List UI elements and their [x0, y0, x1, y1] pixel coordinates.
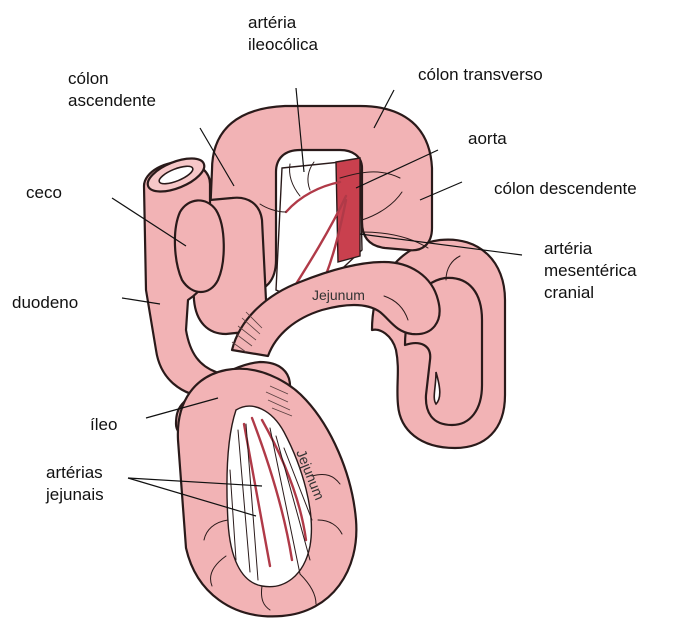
- label-arteria-ileocolica: artéria ileocólica: [248, 12, 318, 56]
- label-arterias-jejunais-line2: jejunais: [46, 484, 104, 506]
- label-ceco: ceco: [26, 182, 62, 204]
- label-arteria-mesenterica: artéria mesentérica cranial: [544, 238, 637, 304]
- label-colon-descendente: cólon descendente: [494, 178, 637, 200]
- label-aorta: aorta: [468, 128, 507, 150]
- label-colon-ascendente-line2: ascendente: [68, 90, 156, 112]
- label-arteria-ileocolica-line1: artéria: [248, 12, 318, 34]
- label-colon-ascendente: cólon ascendente: [68, 68, 156, 112]
- label-arteria-mesenterica-line1: artéria: [544, 238, 637, 260]
- label-arteria-mesenterica-line3: cranial: [544, 282, 637, 304]
- label-colon-ascendente-line1: cólon: [68, 68, 156, 90]
- label-arterias-jejunais-line1: artérias: [46, 462, 104, 484]
- jejunum-top-label: Jejunum: [312, 287, 365, 303]
- ceco-bulge: [175, 200, 224, 292]
- label-colon-transverso: cólon transverso: [418, 64, 543, 86]
- label-arteria-mesenterica-line2: mesentérica: [544, 260, 637, 282]
- label-arteria-ileocolica-line2: ileocólica: [248, 34, 318, 56]
- label-duodeno: duodeno: [12, 292, 78, 314]
- label-arterias-jejunais: artérias jejunais: [46, 462, 104, 506]
- label-ileo: íleo: [90, 414, 117, 436]
